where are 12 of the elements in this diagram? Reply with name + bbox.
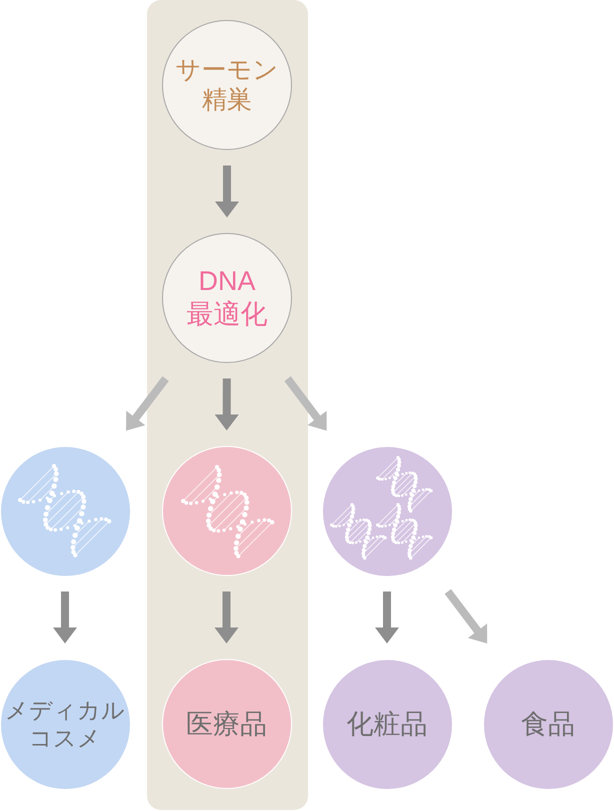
arrow <box>215 166 239 218</box>
arrow <box>214 378 239 430</box>
column-band <box>147 0 308 810</box>
circle-node: 食品 <box>484 660 612 788</box>
circle-node: サーモン精巣 <box>162 20 292 150</box>
arrow <box>214 592 238 644</box>
circle-node: メディカルコスメ <box>0 660 130 788</box>
circle-node: DNA最適化 <box>162 233 292 363</box>
circle-node: 医療品 <box>162 659 292 789</box>
circle-node: 化粧品 <box>322 660 452 788</box>
arrow <box>375 592 399 644</box>
arrow <box>53 592 77 644</box>
